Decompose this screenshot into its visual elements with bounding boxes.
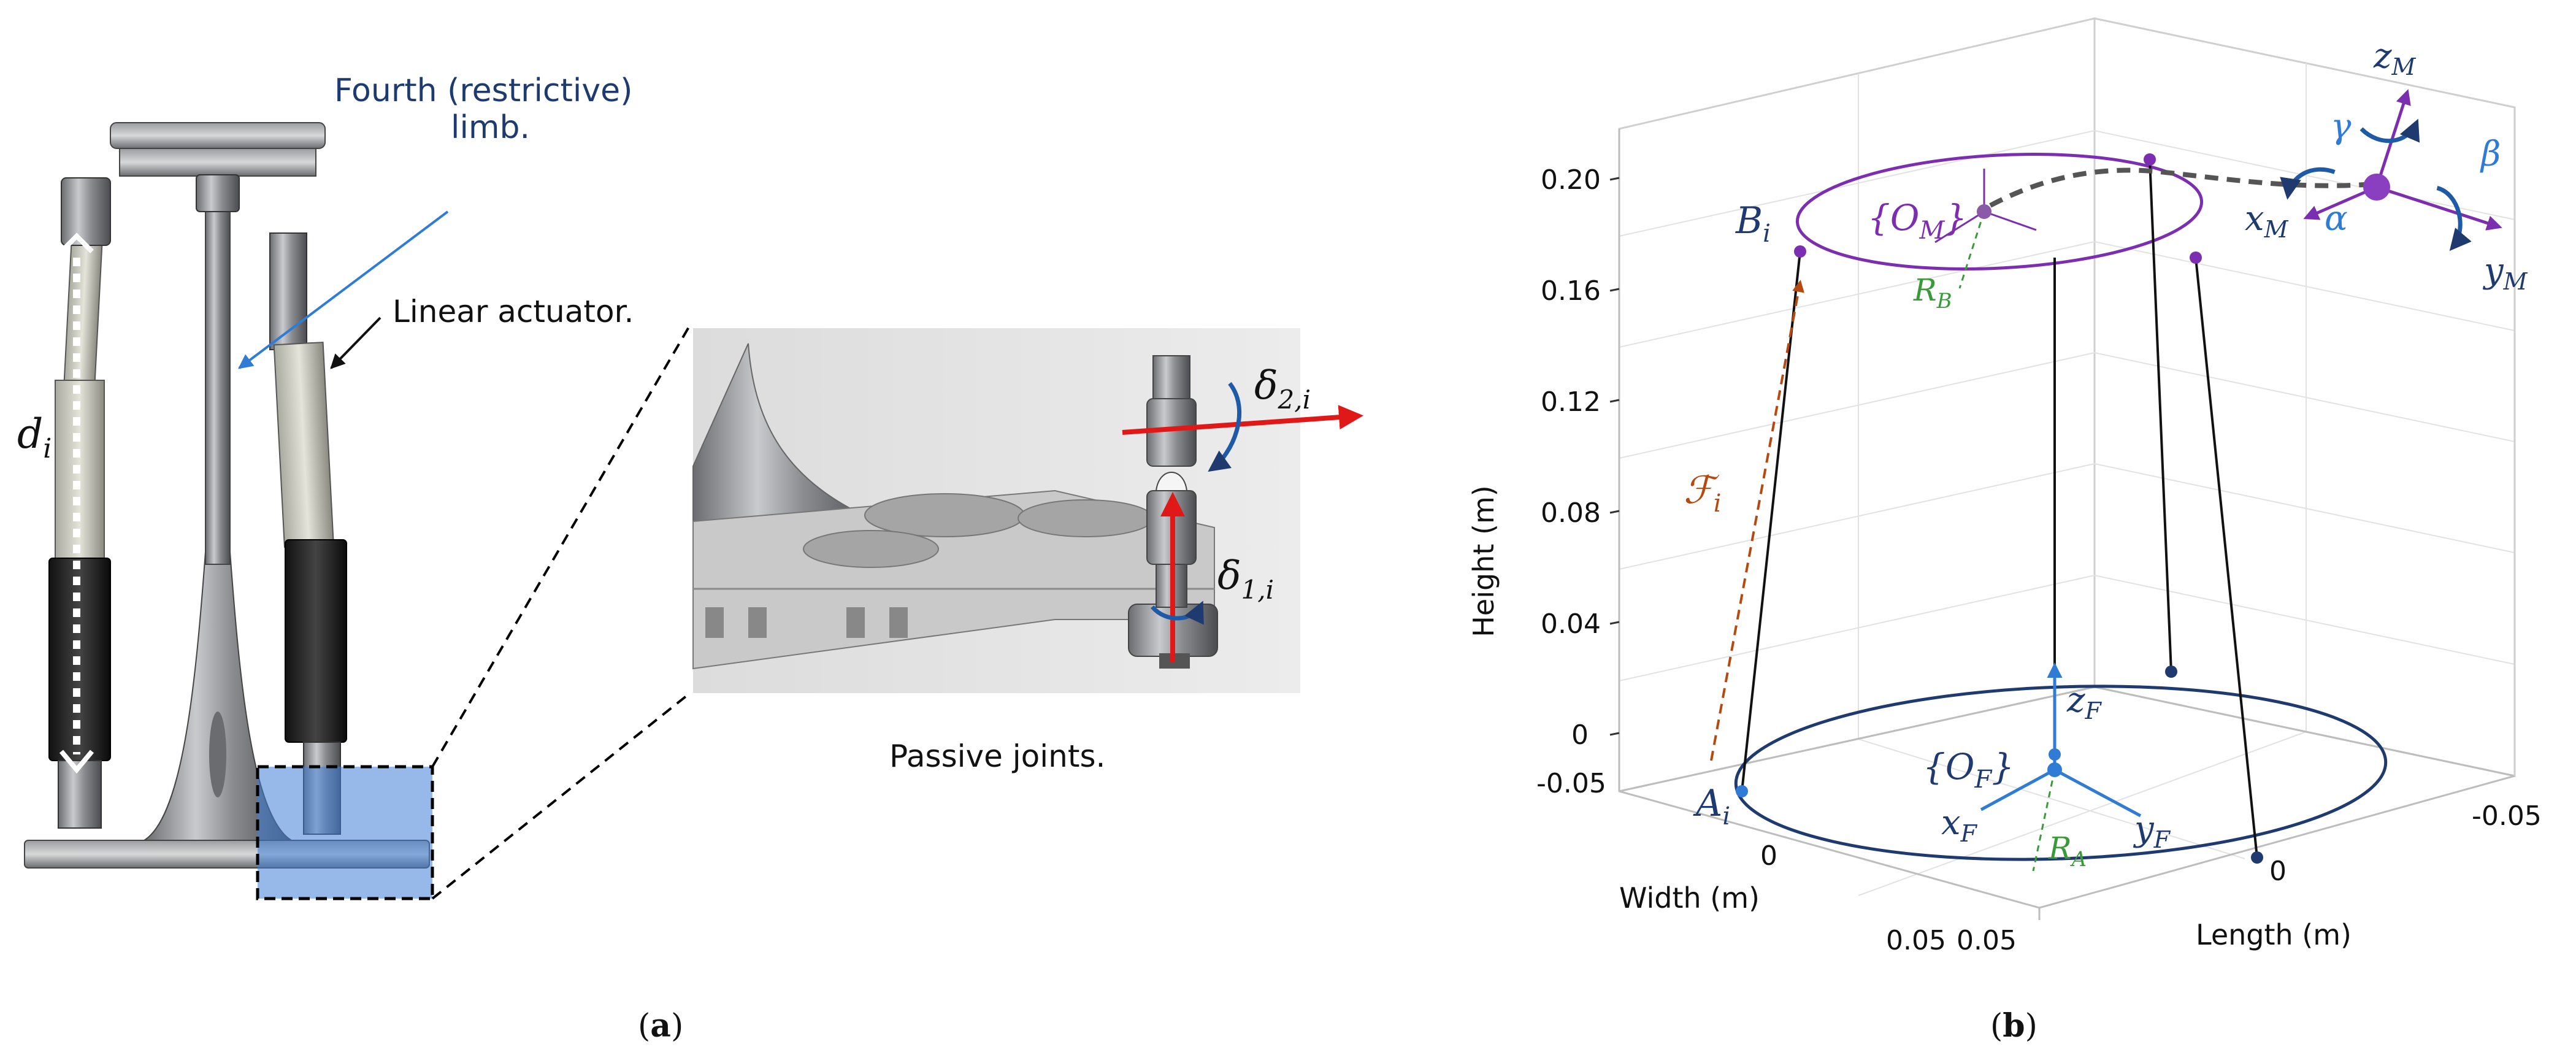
zoom-line-bottom [431, 692, 691, 900]
alpha-label: α [2325, 199, 2348, 239]
svg-text:0.12: 0.12 [1541, 386, 1601, 418]
linear-actuator-label: Linear actuator. [393, 294, 634, 329]
f-i-label: ℱi [1684, 467, 1722, 518]
width-ticks: -0.05 0 0.05 [1536, 768, 1946, 956]
svg-text:-0.05: -0.05 [1536, 768, 1606, 799]
platform-circle [1795, 153, 2204, 270]
svg-text:0.20: 0.20 [1541, 164, 1601, 196]
robot-illustration [24, 122, 434, 900]
svg-text:0.08: 0.08 [1541, 497, 1601, 529]
z-f-label: zF [2066, 680, 2103, 724]
base-frame-axes [1980, 662, 2142, 872]
svg-text:0.05: 0.05 [1886, 925, 1946, 956]
svg-text:0.16: 0.16 [1541, 275, 1601, 307]
d-i-symbol: di [17, 410, 52, 464]
gamma-label: γ [2331, 107, 2352, 147]
f-i-vector [1710, 280, 1804, 761]
delta-2-symbol: δ2,i [1254, 363, 1311, 415]
svg-text:0: 0 [2269, 856, 2287, 887]
y-m-label: yM [2482, 251, 2528, 295]
caption-a: (a) [638, 1007, 683, 1045]
joint-dots [1736, 153, 2263, 864]
height-ticks: 0.20 0.16 0.12 0.08 0.04 0 [1541, 164, 1601, 751]
beta-label: β [2480, 134, 2501, 174]
length-axis-label: Length (m) [2196, 918, 2352, 951]
caption-b: (b) [1990, 1007, 2037, 1045]
svg-text:0.05: 0.05 [1957, 925, 2017, 956]
passive-joints-label: Passive joints. [889, 738, 1105, 774]
base-circle [1734, 685, 2388, 861]
passive-joints-inset [692, 328, 1363, 693]
of-label: {OF} [1923, 746, 2014, 794]
b-i-label: Bi [1735, 199, 1771, 248]
plot-3d-frame [1609, 17, 2516, 920]
ra-label: RA [2048, 831, 2087, 872]
svg-text:0: 0 [1760, 840, 1777, 872]
a-i-label: Ai [1693, 782, 1730, 831]
x-f-label: xF [1941, 803, 1978, 847]
om-label: {OM} [1868, 197, 1967, 245]
fourth-limb-label-line2: limb. [451, 109, 530, 146]
fourth-limb-pointer [238, 210, 449, 369]
rb-label: RB [1913, 272, 1952, 313]
zoom-line-top [431, 324, 691, 768]
platform-frame [1934, 167, 2374, 289]
length-ticks: 0.05 0 -0.05 [1957, 800, 2542, 956]
svg-text:0: 0 [1571, 719, 1589, 751]
z-m-label: zM [2373, 36, 2417, 80]
y-f-label: yF [2133, 809, 2171, 853]
delta-1-symbol: δ1,i [1217, 553, 1274, 605]
x-m-label: xM [2245, 199, 2289, 243]
svg-text:-0.05: -0.05 [2472, 800, 2542, 832]
svg-text:0.04: 0.04 [1541, 608, 1601, 640]
actuator-pointer [330, 316, 381, 369]
width-axis-label: Width (m) [1619, 881, 1760, 915]
fourth-limb-label: Fourth (restrictive) [334, 72, 632, 109]
moving-frame-axes [2280, 89, 2502, 251]
y-axis-label: Height (m) [1467, 485, 1500, 637]
